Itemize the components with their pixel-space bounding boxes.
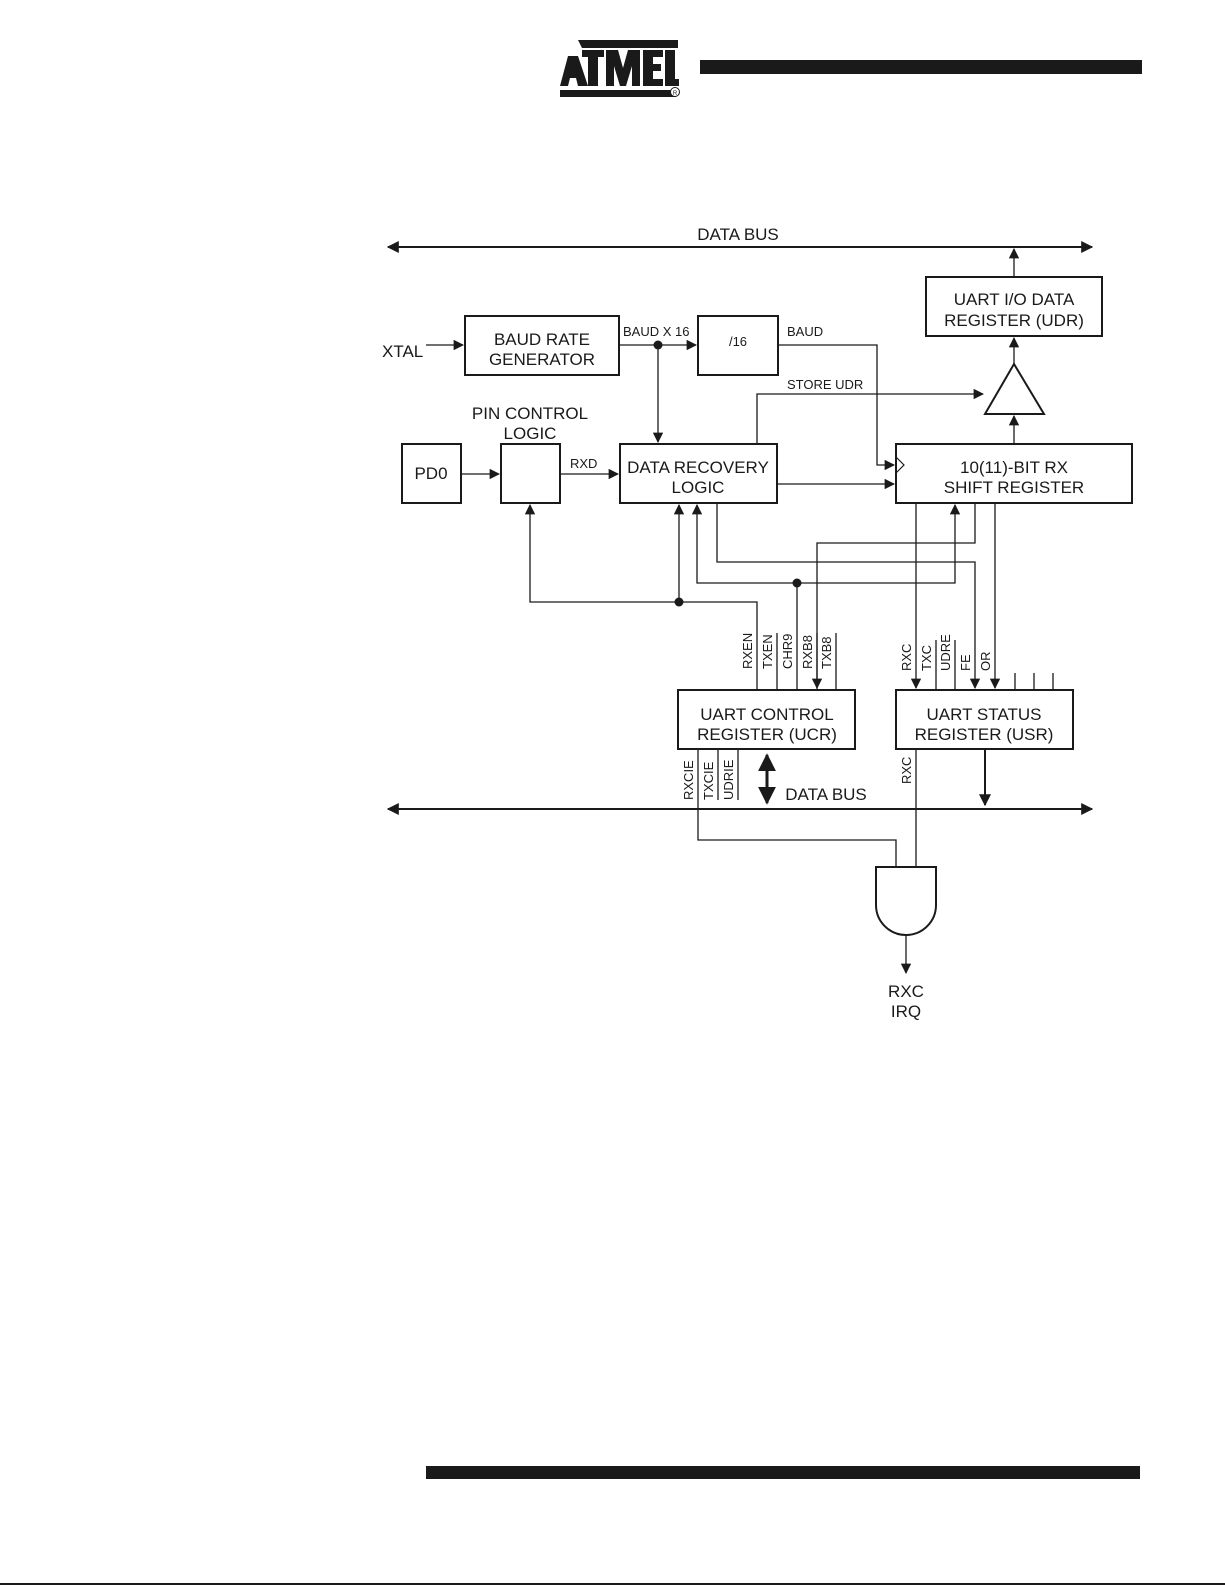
data-bus-bottom-label: DATA BUS xyxy=(785,785,867,804)
pin-control-logic-block xyxy=(500,443,561,504)
pd0-label: PD0 xyxy=(414,464,447,483)
junction-dot xyxy=(792,578,802,588)
ucr-bit-rxb8: RXB8 xyxy=(800,635,815,669)
ucr-bit-rxen: RXEN xyxy=(740,633,755,669)
atmel-logo: R xyxy=(560,40,680,97)
ucr-bit-txcie: TXCIE xyxy=(701,761,716,800)
divide-by-16-label: /16 xyxy=(729,334,747,349)
shift-to-rxb8-wire xyxy=(811,503,976,690)
footer-rule xyxy=(426,1466,1140,1479)
usr-bit-or: OR xyxy=(978,652,993,672)
rx-shift-register-label-2: SHIFT REGISTER xyxy=(944,478,1084,497)
usr-bottom-rxc: RXC xyxy=(899,757,914,784)
output-buffer xyxy=(983,362,1046,415)
store-udr-label: STORE UDR xyxy=(787,377,863,392)
usr-label-2: REGISTER (USR) xyxy=(915,725,1054,744)
ucr-bit-chr9: CHR9 xyxy=(780,634,795,669)
data-recovery-label-2: LOGIC xyxy=(672,478,725,497)
udr-label-1: UART I/O DATA xyxy=(954,290,1075,309)
junction-dot xyxy=(674,597,684,607)
ucr-bit-txb8: TXB8 xyxy=(819,636,834,669)
usr-bit-udre: UDRE xyxy=(938,634,953,671)
ucr-block xyxy=(677,689,856,750)
and-gate xyxy=(875,866,937,936)
pin-control-label-2: LOGIC xyxy=(504,424,557,443)
usr-bit-rxc: RXC xyxy=(899,644,914,671)
usr-label-1: UART STATUS xyxy=(927,705,1042,724)
udr-label-2: REGISTER (UDR) xyxy=(944,311,1084,330)
ucr-label-2: REGISTER (UCR) xyxy=(697,725,837,744)
baud-label: BAUD xyxy=(787,324,823,339)
junction-dot xyxy=(653,340,663,350)
page-bottom-rule xyxy=(0,1583,1225,1585)
header-rule xyxy=(700,60,1142,74)
usr-bit-txc: TXC xyxy=(919,645,934,671)
rxen-wire xyxy=(524,503,758,690)
usr-bit-fe: FE xyxy=(958,654,973,671)
irq-label-1: RXC xyxy=(888,982,924,1001)
pin-control-label-1: PIN CONTROL xyxy=(472,404,588,423)
data-recovery-label-1: DATA RECOVERY xyxy=(627,458,769,477)
baud-x16-label: BAUD X 16 xyxy=(623,324,689,339)
baud-rate-generator-label-2: GENERATOR xyxy=(489,350,595,369)
data-recovery-logic-block xyxy=(619,443,778,504)
store-udr-wire xyxy=(756,388,985,444)
recovery-to-fe-wire xyxy=(716,503,981,690)
clock-input-marker xyxy=(895,456,905,474)
baud-wire xyxy=(778,344,896,471)
xtal-label: XTAL xyxy=(382,342,423,361)
rxd-label: RXD xyxy=(570,456,597,471)
svg-text:R: R xyxy=(673,91,678,97)
rxcie-to-and-wire xyxy=(697,749,897,867)
chr9-to-shift-wire xyxy=(797,503,961,584)
ucr-bit-rxcie: RXCIE xyxy=(681,760,696,800)
rx-shift-register-label-1: 10(11)-BIT RX xyxy=(960,458,1068,477)
data-bus-top-label: DATA BUS xyxy=(697,225,779,244)
ucr-bit-txen: TXEN xyxy=(760,634,775,669)
chr9-wire xyxy=(691,503,798,690)
ucr-bit-udrie: UDRIE xyxy=(721,759,736,800)
ucr-label-1: UART CONTROL xyxy=(700,705,834,724)
baud-rate-generator-label-1: BAUD RATE xyxy=(494,330,590,349)
irq-label-2: IRQ xyxy=(891,1002,921,1021)
